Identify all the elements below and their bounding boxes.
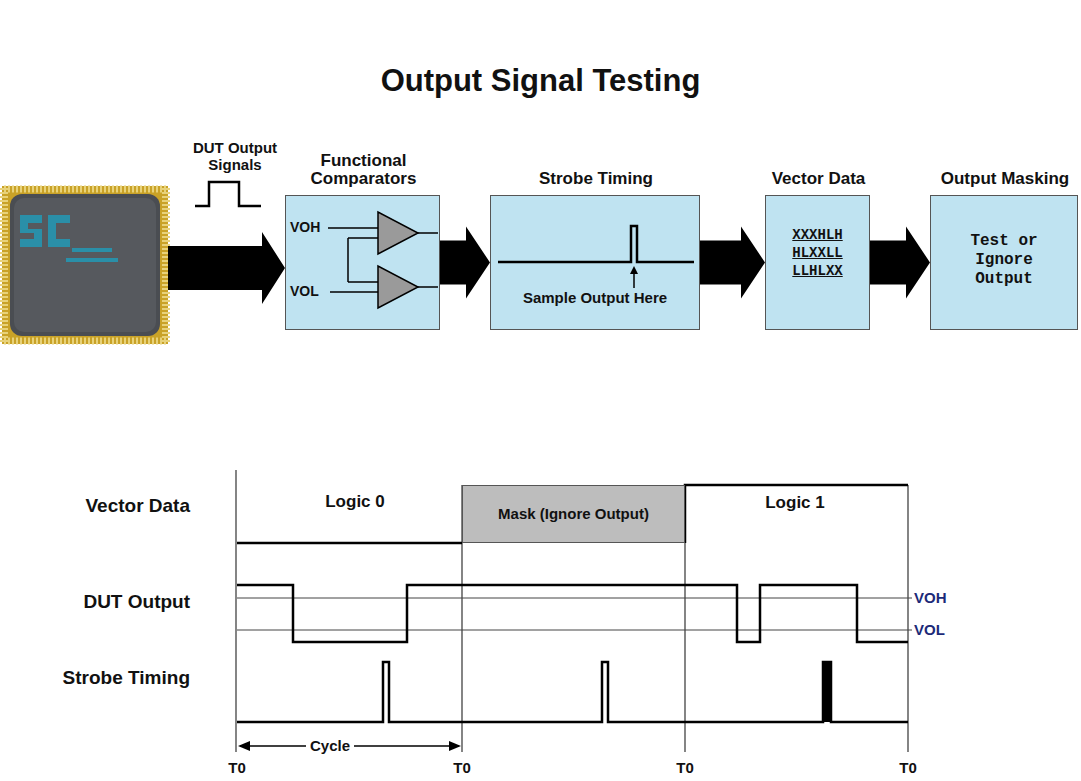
box-heading: Output Masking: [931, 170, 1079, 188]
process-box: Output MaskingTest or Ignore Output: [930, 195, 1078, 330]
box-heading: Vector Data: [759, 170, 879, 188]
block-arrow: [440, 227, 490, 299]
cycle-label: Cycle: [306, 738, 354, 755]
row-label: Strobe Timing: [40, 668, 190, 689]
process-box: Vector DataXXXHLH HLXXLL LLHLXX: [765, 195, 870, 330]
row-label: DUT Output: [40, 592, 190, 613]
box-heading: Functional Comparators: [279, 152, 449, 188]
dut-chip: [2, 186, 168, 344]
band-label: Mask (Ignore Output): [463, 486, 684, 542]
title: Output Signal Testing: [0, 64, 1081, 98]
box-heading: Strobe Timing: [491, 170, 701, 188]
row-label: Vector Data: [40, 496, 190, 517]
time-marker: T0: [665, 760, 705, 777]
signal-name: VOH: [290, 220, 328, 235]
mask-band: Mask (Ignore Output): [462, 485, 685, 543]
process-box: Strobe TimingSample Output Here: [490, 195, 700, 330]
signal-name: VOL: [290, 284, 328, 299]
box-body: Test or Ignore Output: [970, 232, 1037, 290]
state-label: Logic 0: [300, 493, 410, 512]
time-marker: T0: [217, 760, 257, 777]
box-body: Sample Output Here: [491, 290, 699, 307]
level-label: VOL: [914, 622, 974, 639]
process-box: Functional Comparators: [285, 195, 440, 330]
box-body: XXXHLH HLXXLL LLHLXX: [788, 226, 847, 281]
state-label: Logic 1: [740, 494, 850, 513]
time-marker: T0: [888, 760, 928, 777]
block-arrow: [870, 227, 930, 299]
signal-name: DUT Output Signals: [180, 140, 290, 173]
block-arrow: [700, 227, 765, 299]
level-label: VOH: [914, 590, 974, 607]
time-marker: T0: [442, 760, 482, 777]
